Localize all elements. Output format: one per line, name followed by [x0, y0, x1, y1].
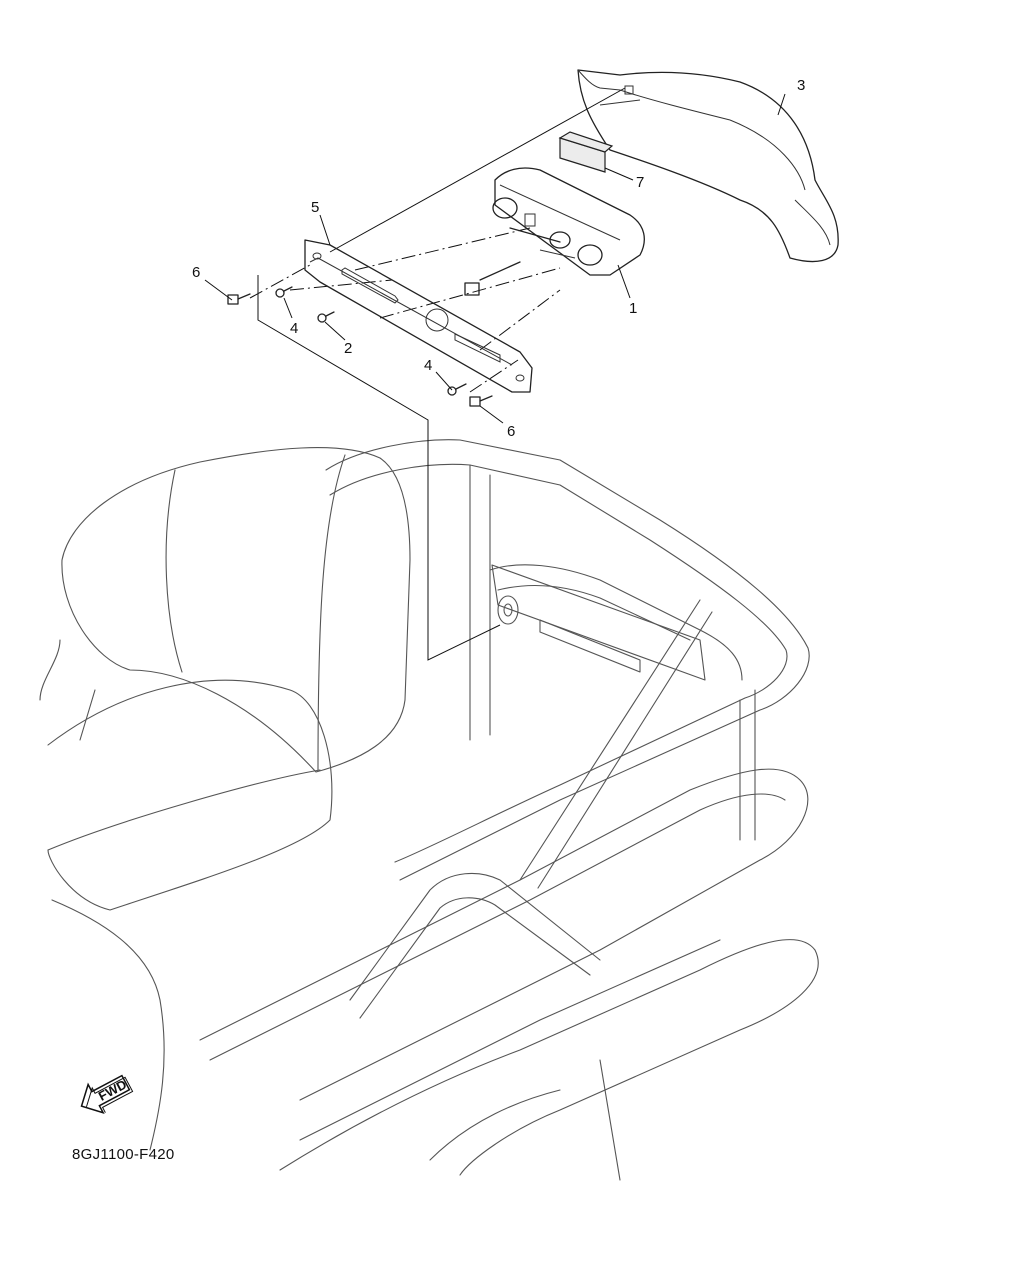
screw-upper	[275, 286, 293, 298]
screw-lower	[447, 383, 467, 396]
forward-direction-arrow-icon: FWD	[80, 1074, 134, 1114]
backrest	[61, 447, 411, 773]
callout-5: 5	[311, 199, 319, 216]
callout-labels: 3 7 1 5 6 4 2 4 6	[192, 77, 805, 440]
seat	[47, 679, 333, 911]
callout-4-lower: 4	[424, 357, 432, 374]
part-license-bracket	[304, 239, 533, 393]
assembly-guide-lines	[249, 87, 626, 661]
callout-4-upper: 4	[290, 320, 298, 337]
callout-3: 3	[797, 77, 805, 94]
carrier-rack	[325, 439, 810, 881]
callout-7: 7	[636, 174, 644, 191]
fwd-label: FWD	[96, 1077, 129, 1104]
bolt-upper	[227, 293, 251, 305]
bolt-lower	[469, 395, 493, 407]
callout-leaders	[204, 93, 786, 424]
screw-center	[317, 311, 335, 323]
rack-mounting-plate	[491, 564, 706, 681]
callout-1: 1	[629, 300, 637, 317]
figure-code: 8GJ1100-F420	[72, 1146, 175, 1163]
part-tail-light	[464, 167, 645, 296]
rear-frame-and-seat	[39, 439, 819, 1181]
callout-2: 2	[344, 340, 352, 357]
part-reflector	[558, 131, 614, 173]
callout-6-upper: 6	[192, 264, 200, 281]
callout-6-lower: 6	[507, 423, 515, 440]
fasteners	[227, 286, 493, 407]
part-rear-cover	[577, 69, 839, 263]
